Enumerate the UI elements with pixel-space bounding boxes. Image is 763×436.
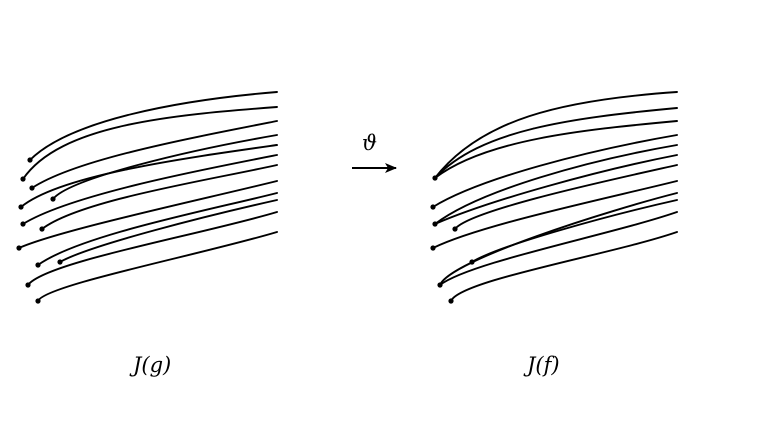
left-endpoint-3 [29, 185, 35, 191]
right-endpoint-7 [437, 282, 443, 288]
left-hairs [18, 91, 278, 302]
right-hair-12 [450, 231, 678, 302]
left-endpoint-7 [39, 226, 45, 232]
right-endpoints [430, 175, 475, 304]
right-hair-6 [434, 154, 678, 225]
left-hair-5 [20, 144, 278, 208]
left-endpoint-10 [57, 259, 63, 265]
right-endpoint-5 [430, 245, 436, 251]
right-hair-3 [434, 120, 678, 179]
left-hair-8 [18, 180, 278, 249]
right-endpoint-4 [452, 226, 458, 232]
right-hairs [432, 91, 678, 302]
left-hair-11 [27, 211, 278, 286]
left-endpoint-1 [27, 157, 33, 163]
right-set-label: J(f) [527, 353, 560, 377]
left-endpoint-11 [25, 282, 31, 288]
right-hair-11 [439, 211, 678, 286]
right-endpoint-3 [432, 221, 438, 227]
right-endpoint-8 [448, 298, 454, 304]
right-hair-8 [432, 180, 678, 249]
left-hair-9 [37, 192, 278, 266]
right-hair-4 [432, 134, 678, 208]
right-hair-7 [454, 164, 678, 230]
left-endpoints [16, 157, 63, 304]
right-hair-10 [471, 199, 678, 263]
left-hair-6 [22, 154, 278, 225]
right-endpoint-2 [430, 204, 436, 210]
left-hair-7 [41, 164, 278, 230]
left-hair-10 [59, 199, 278, 263]
map-symbol-label: ϑ [362, 131, 378, 155]
left-endpoint-4 [50, 196, 56, 202]
left-endpoint-9 [35, 262, 41, 268]
right-endpoint-1 [432, 175, 438, 181]
right-endpoint-6 [469, 259, 475, 265]
left-hair-4 [52, 134, 278, 200]
right-hair-2 [434, 107, 678, 179]
left-endpoint-12 [35, 298, 41, 304]
left-hair-1 [29, 91, 278, 161]
left-endpoint-5 [18, 204, 24, 210]
left-set-label: J(g) [133, 353, 172, 377]
right-hair-5 [434, 144, 678, 225]
left-hair-3 [31, 120, 278, 189]
right-hair-1 [434, 91, 678, 179]
right-hair-9 [439, 192, 678, 286]
left-endpoint-8 [16, 245, 22, 251]
left-endpoint-6 [20, 221, 26, 227]
left-endpoint-2 [20, 176, 26, 182]
left-hair-2 [22, 106, 278, 180]
left-hair-12 [37, 231, 278, 302]
